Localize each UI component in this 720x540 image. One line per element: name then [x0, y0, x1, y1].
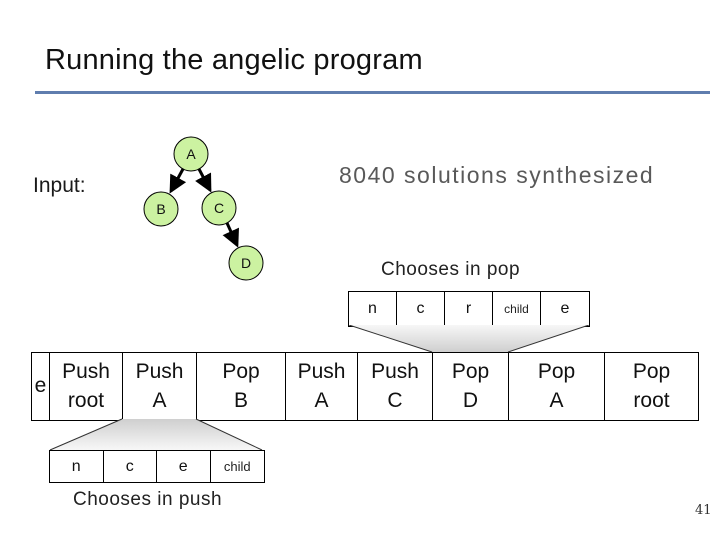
op-line2: A — [314, 388, 329, 412]
op-cell: Push A — [286, 353, 358, 420]
chooses-in-pop-caption: Chooses in pop — [381, 259, 521, 280]
op-cell: Push C — [358, 353, 433, 420]
op-line2: D — [462, 388, 479, 412]
op-cell: Push root — [50, 353, 123, 420]
op-cell: Pop D — [433, 353, 509, 420]
op-cell: Pop A — [509, 353, 605, 420]
pop-table-cell: child — [493, 292, 541, 326]
pop-table-cell: e — [541, 292, 589, 326]
push-table-cell: c — [103, 451, 157, 482]
op-line2: root — [67, 388, 105, 412]
tree-diagram: A B C D — [143, 136, 264, 281]
push-choices-table: n c e child — [49, 450, 265, 483]
pop-choices-table: n c r child e — [348, 291, 590, 327]
op-line1: Pop — [632, 360, 671, 384]
pop-table-cell: r — [445, 292, 493, 326]
op-cell: Pop root — [605, 353, 698, 420]
tree-edge-a-c — [195, 168, 212, 193]
op-line1: Push — [135, 360, 184, 384]
op-line2: B — [233, 388, 248, 412]
op-line1: e — [34, 374, 47, 398]
op-cell: Push A — [123, 353, 197, 420]
op-line1: Pop — [537, 360, 576, 384]
op-line1: Push — [297, 360, 346, 384]
op-line2: C — [387, 388, 403, 412]
tree-node-a — [173, 136, 209, 172]
op-line2: A — [549, 388, 564, 412]
tree-node-d — [228, 245, 264, 281]
solutions-count-text: 8040 solutions synthesized — [339, 162, 655, 188]
tree-node-b-label: B — [156, 201, 165, 217]
push-table-cell: e — [157, 451, 211, 482]
tree-edge-c-d — [222, 222, 239, 248]
op-line2: root — [633, 388, 670, 412]
push-table-cell: child — [210, 451, 264, 482]
tree-node-b — [143, 191, 179, 227]
pop-funnel-connector — [348, 325, 590, 353]
op-line2: A — [152, 388, 167, 412]
tree-edge-a-b — [169, 168, 187, 194]
input-label: Input: — [33, 174, 86, 197]
push-funnel-connector — [49, 418, 263, 451]
op-cell: e — [32, 353, 50, 420]
tree-node-d-label: D — [241, 255, 251, 271]
tree-node-a-label: A — [186, 146, 196, 162]
page-title: Running the angelic program — [45, 44, 423, 76]
title-underline — [35, 91, 710, 94]
tree-node-c — [201, 190, 237, 226]
tree-node-c-label: C — [214, 200, 224, 216]
page-number: 41 — [695, 503, 712, 518]
pop-table-cell: c — [397, 292, 445, 326]
op-line1: Push — [371, 360, 419, 384]
op-line1: Pop — [451, 360, 490, 384]
chooses-in-push-caption: Chooses in push — [73, 489, 223, 510]
operations-row: e Push root Push A Pop B Push A Push C P… — [31, 352, 699, 421]
push-table-cell: n — [50, 451, 104, 482]
op-line1: Pop — [222, 360, 260, 384]
op-cell: Pop B — [197, 353, 286, 420]
op-line1: Push — [62, 360, 110, 384]
pop-table-cell: n — [349, 292, 397, 326]
